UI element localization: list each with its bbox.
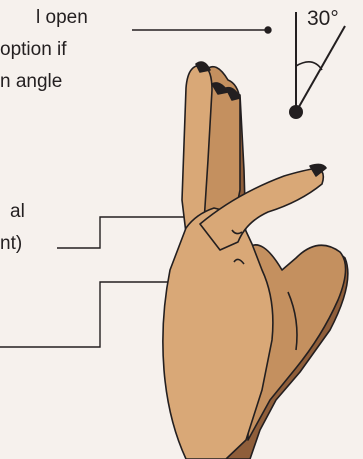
text-line-1: l open — [36, 6, 88, 30]
angle-value-label: 30° — [307, 7, 339, 31]
leader-line-angle — [132, 27, 271, 33]
text-line-4: al — [10, 200, 25, 224]
text-line-2: option if — [0, 38, 67, 62]
text-line-5: nt) — [0, 232, 22, 256]
text-line-3: n angle — [0, 70, 62, 94]
raised-hand-illustration — [163, 62, 348, 459]
